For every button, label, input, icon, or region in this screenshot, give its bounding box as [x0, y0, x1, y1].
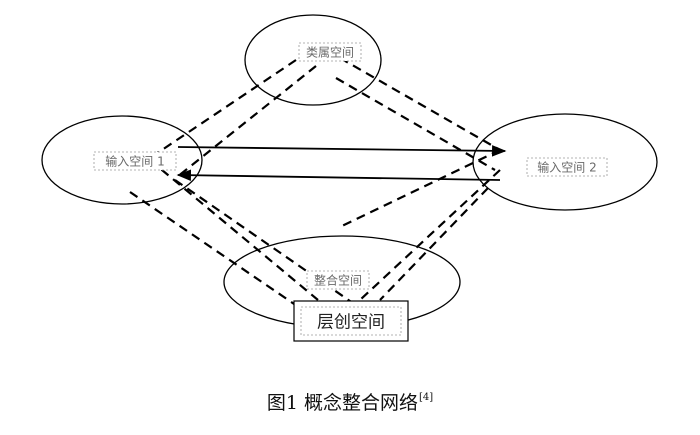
dash-input2-to-blend-c — [379, 187, 489, 301]
input-space-1-label: 输入空间 1 — [105, 154, 164, 169]
input-space-2-label: 输入空间 2 — [537, 160, 596, 175]
figure-title: 概念整合网络 — [303, 392, 418, 414]
generic-space-label: 类属空间 — [306, 46, 354, 60]
emergent-space-label: 层创空间 — [317, 313, 385, 333]
generic-space-label-box — [298, 42, 362, 62]
figure-number: 图1 — [266, 392, 298, 414]
dash-input2-to-blend-b — [359, 169, 501, 301]
figure-caption: 图1 概念整合网络[4] — [0, 388, 700, 415]
figure-reference: [4] — [418, 392, 434, 403]
emergent-space-inner-box — [300, 306, 402, 336]
blended-space-label-box — [306, 270, 370, 290]
input-space-1-label-box — [93, 151, 177, 171]
arrow-input2-to-input1 — [176, 169, 501, 181]
arrow-input1-to-input2 — [177, 145, 507, 157]
input-space-2-label-box — [526, 157, 608, 177]
blended-space-label: 整合空间 — [314, 273, 362, 288]
dash-generic-to-input2-b — [335, 77, 496, 171]
emergent-space-box — [293, 300, 409, 342]
dash-input1-to-blend-b — [129, 191, 301, 309]
dash-generic-to-input2-a — [339, 57, 501, 151]
